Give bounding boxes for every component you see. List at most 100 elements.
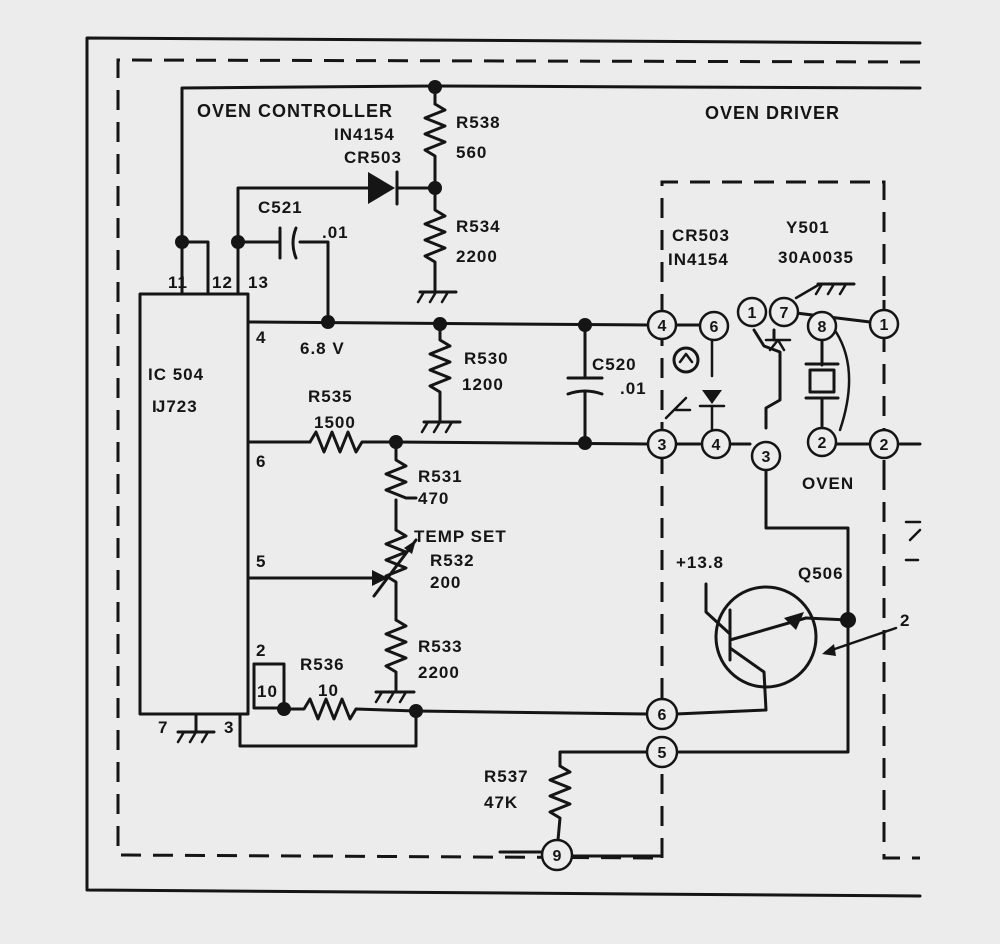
pin3-return <box>238 709 418 748</box>
connector-y3: 3 <box>750 440 782 472</box>
callout-leader <box>824 626 898 654</box>
connector-6: 6 <box>698 310 730 342</box>
svg-text:3: 3 <box>762 449 771 466</box>
ic-part: Ĳ723 <box>152 397 198 416</box>
ground-icon <box>416 290 458 304</box>
ground-icon <box>814 282 856 296</box>
ic-pin-13: 13 <box>248 273 269 292</box>
c521-capacitor-plate <box>291 226 298 260</box>
connector-p5: 5 <box>645 735 679 769</box>
svg-text:9: 9 <box>553 848 562 865</box>
ic-pin-10: 10 <box>257 682 278 701</box>
r532-value: 200 <box>430 573 461 592</box>
supply-rail <box>180 84 922 296</box>
y501-ref: Y501 <box>786 218 830 237</box>
connector-o1: 1 <box>868 308 900 340</box>
connector-4b: 4 <box>700 428 732 460</box>
oven-driver-outline <box>660 180 886 858</box>
block-oven-controller-title: OVEN CONTROLLER <box>197 101 393 121</box>
svg-text:1: 1 <box>880 317 889 334</box>
r538-ref: R538 <box>456 113 501 132</box>
callout-number: 2 <box>900 611 910 630</box>
ic-pin-3: 3 <box>224 718 234 737</box>
r532-potentiometer <box>384 528 408 622</box>
r531-resistor <box>384 440 418 500</box>
oven-driver-outline-right <box>882 470 920 860</box>
r531-value: 470 <box>418 489 449 508</box>
c521-value: .01 <box>322 223 349 242</box>
board-outline <box>116 58 921 860</box>
cr503-diode <box>368 172 395 204</box>
connector-p6: 6 <box>645 697 679 731</box>
connector-y7: 7 <box>768 296 800 328</box>
temp-set-label: TEMP SET <box>414 527 507 546</box>
svg-text:4: 4 <box>658 318 667 335</box>
svg-text:6: 6 <box>658 707 667 724</box>
r538-resistor <box>423 102 447 190</box>
r533-resistor <box>384 618 408 692</box>
junction-dot <box>428 80 442 94</box>
ic-pin-6: 6 <box>256 452 266 471</box>
driver-diode-part: IN4154 <box>668 250 729 269</box>
r538-value: 560 <box>456 143 487 162</box>
cr503-driver-diode <box>702 390 722 404</box>
ic-pin-4: 4 <box>256 328 266 347</box>
ic-pin-2: 2 <box>256 641 266 660</box>
q506-supply: +13.8 <box>676 553 724 572</box>
connector-y8: 8 <box>806 310 838 342</box>
ic-pin-7: 7 <box>158 718 168 737</box>
y501-crystal <box>808 368 836 394</box>
c521-lead-right <box>298 240 330 324</box>
r534-resistor <box>423 186 447 292</box>
diode-ref: CR503 <box>344 148 402 167</box>
ic-pin-12: 12 <box>212 273 233 292</box>
thermistor <box>672 346 700 374</box>
svg-text:5: 5 <box>658 745 667 762</box>
oven-label: OVEN <box>802 474 854 493</box>
q506-ref: Q506 <box>798 564 844 583</box>
outer-frame <box>85 36 922 898</box>
connector-4: 4 <box>646 309 678 341</box>
ground-icon <box>374 690 416 704</box>
ic-pin-5: 5 <box>256 552 266 571</box>
r530-value: 1200 <box>462 375 504 394</box>
r534-value: 2200 <box>456 247 498 266</box>
svg-text:1: 1 <box>748 305 757 322</box>
ic-ref: IC 504 <box>148 365 204 384</box>
r536-ref: R536 <box>300 655 345 674</box>
svg-text:4: 4 <box>712 437 721 454</box>
r530-resistor <box>428 322 452 422</box>
connector-y1: 1 <box>736 296 768 328</box>
junction-dot <box>175 235 189 249</box>
pin13-wire <box>236 186 362 296</box>
svg-text:7: 7 <box>780 305 789 322</box>
svg-text:8: 8 <box>818 319 827 336</box>
r532-ref: R532 <box>430 551 475 570</box>
y501-part: 30A0035 <box>778 248 854 267</box>
c520-value: .01 <box>620 379 647 398</box>
r533-value: 2200 <box>418 663 460 682</box>
r536-value: 10 <box>318 681 339 700</box>
pin10-box <box>252 662 286 710</box>
conn5-wire <box>558 750 650 768</box>
r535-resistor <box>308 430 650 454</box>
svg-text:6: 6 <box>710 319 719 336</box>
c521-ref: C521 <box>258 198 303 217</box>
connector-3: 3 <box>646 428 678 460</box>
r530-ref: R530 <box>464 349 509 368</box>
connector-o2: 2 <box>868 428 900 460</box>
r537-value: 47K <box>484 793 518 812</box>
ic-pin-11: 11 <box>168 273 188 292</box>
connector-y2: 2 <box>806 426 838 458</box>
svg-text:2: 2 <box>880 437 889 454</box>
ic504-body <box>138 292 250 716</box>
driver-diode-ref: CR503 <box>672 226 730 245</box>
voltage-6v8: 6.8 V <box>300 339 345 358</box>
r535-value: 1500 <box>314 413 356 432</box>
block-oven-driver-title: OVEN DRIVER <box>705 103 840 123</box>
r535-ref: R535 <box>308 387 353 406</box>
pin11-12-link <box>180 240 210 296</box>
c520-ref: C520 <box>592 355 637 374</box>
junction-dot <box>321 315 335 329</box>
